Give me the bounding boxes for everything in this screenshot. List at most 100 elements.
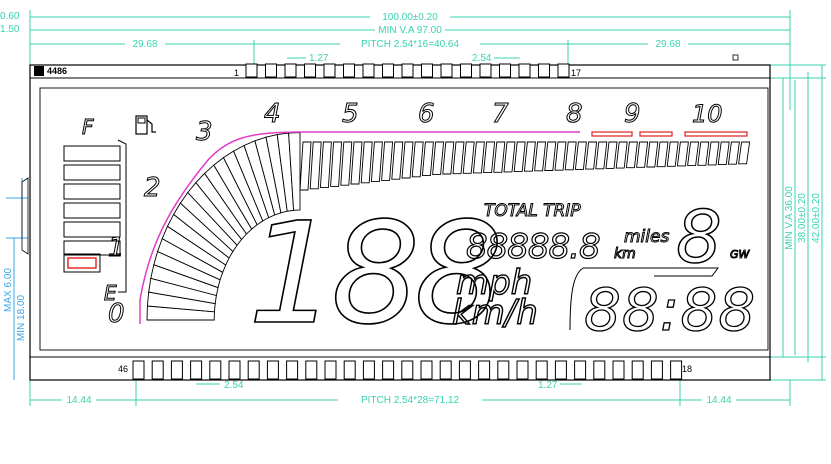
odometer-digits: 88888.8 (466, 227, 600, 267)
bottom-pin (439, 360, 452, 380)
top-pin (323, 63, 336, 78)
bottom-pin (286, 360, 299, 380)
tacho-segment (523, 141, 536, 172)
bottom-pin (612, 360, 625, 380)
top-pitch-dim: PITCH 2.54*16=40.64 (361, 39, 460, 50)
pin-label-top-first: 1 (234, 68, 239, 78)
tacho-segment (330, 141, 343, 187)
bottom-pin (324, 360, 337, 380)
tacho-segment (697, 141, 710, 166)
tacho-segment (462, 141, 475, 174)
top-pin (284, 63, 297, 78)
tacho-segment (707, 141, 720, 166)
top-pin (518, 63, 531, 78)
tacho-segment (585, 141, 598, 170)
tacho-segment (391, 141, 404, 180)
left-dimensions: MAX 6.00 MIN 18.00 (3, 177, 29, 380)
speed-unit-kmh: km/h (452, 293, 538, 333)
tacho-segment (442, 141, 455, 175)
bottom-pin (132, 360, 145, 380)
bottom-pin (554, 360, 567, 380)
rpm-label: 5 (342, 99, 359, 129)
bottom-left-dim: 14.44 (66, 395, 91, 406)
top-pin (401, 63, 414, 78)
top-pin (479, 63, 492, 78)
tacho-segment (666, 141, 679, 167)
top-pin (265, 63, 277, 78)
tacho-segment (350, 141, 363, 185)
tacho-segment (554, 141, 567, 171)
left-margin-dim: 29.68 (132, 39, 157, 50)
bottom-pin (650, 360, 663, 380)
tacho-segment (727, 141, 740, 165)
rpm-label: 9 (624, 99, 641, 129)
bottom-pin (362, 360, 375, 380)
overall-width-dim: 100.00±0.20 (382, 12, 438, 23)
left-edge-b: 1.50 (0, 24, 20, 35)
min-va-width-dim: MIN V.A 97.00 (378, 25, 442, 36)
tacho-segment (432, 141, 445, 175)
gear-unit: GW (730, 248, 751, 261)
rpm-label: 7 (492, 99, 509, 129)
min-va-height: MIN V.A 36.00 (784, 186, 795, 250)
tacho-segment (605, 141, 618, 169)
height-a: 38.00±0.20 (797, 193, 808, 243)
part-logo (34, 66, 44, 76)
tacho-segment (595, 141, 608, 170)
pin-label-bottom-first: 46 (118, 364, 128, 374)
speed-readout: 188 mph km/h (247, 192, 538, 357)
tacho-segment (360, 141, 373, 184)
top-pin (362, 63, 375, 78)
bottom-dimensions: 14.44 PITCH 2.54*28=71.12 14.44 2.54 1.2… (29, 372, 791, 406)
bottom-pin-gap-a: 2.54 (224, 380, 244, 391)
top-pin (245, 63, 258, 78)
fuel-empty-label: E (104, 281, 117, 305)
tacho-segment (319, 141, 332, 189)
bottom-pin (478, 360, 491, 380)
tacho-segment (544, 141, 557, 171)
bottom-pin (535, 360, 548, 380)
tacho-segment (687, 141, 700, 167)
bottom-pin (266, 360, 279, 380)
bottom-pin (401, 360, 414, 380)
bottom-pin (170, 360, 183, 380)
tacho-segment (483, 141, 496, 174)
rpm-label: 0 (108, 299, 125, 329)
max-label: MAX 6.00 (3, 268, 14, 312)
bottom-pin (593, 360, 606, 380)
tacho-segment (615, 141, 628, 169)
bottom-pin (247, 360, 260, 380)
tacho-segment (309, 141, 322, 190)
bottom-pin (458, 360, 471, 380)
tacho-segment (738, 141, 751, 165)
bottom-pin (574, 360, 587, 380)
top-pin (343, 63, 355, 78)
rpm-label: 3 (196, 117, 213, 147)
tacho-segment (574, 141, 587, 170)
tacho-segment (625, 141, 638, 169)
speed-digits: 188 (248, 193, 497, 356)
bottom-pins (132, 360, 683, 380)
bottom-pin-gap-b: 1.27 (538, 380, 558, 391)
pin-label-bottom-last: 18 (682, 364, 692, 374)
bottom-pin (209, 360, 222, 380)
tacho-segment (656, 141, 669, 168)
min-label: MIN 18.00 (16, 294, 27, 341)
right-dimensions: MIN V.A 36.00 38.00±0.20 42.00±0.20 (770, 64, 826, 381)
tacho-segment (503, 141, 516, 173)
tacho-segment (564, 141, 577, 171)
rpm-label: 6 (418, 99, 435, 129)
rpm-label: 1 (108, 233, 125, 263)
top-pin (538, 63, 550, 78)
bottom-pin (516, 360, 529, 380)
tacho-segment (421, 141, 434, 177)
pin-label-top-last: 17 (571, 68, 581, 78)
tacho-scale-line (139, 131, 580, 324)
top-dimensions: 100.00±0.20 MIN V.A 97.00 29.68 PITCH 2.… (0, 10, 791, 110)
top-pins (245, 63, 570, 78)
top-pin (557, 63, 570, 78)
bottom-pin (151, 360, 164, 380)
tacho-segment (534, 141, 547, 172)
top-pin-gap-a: 1.27 (309, 53, 329, 64)
